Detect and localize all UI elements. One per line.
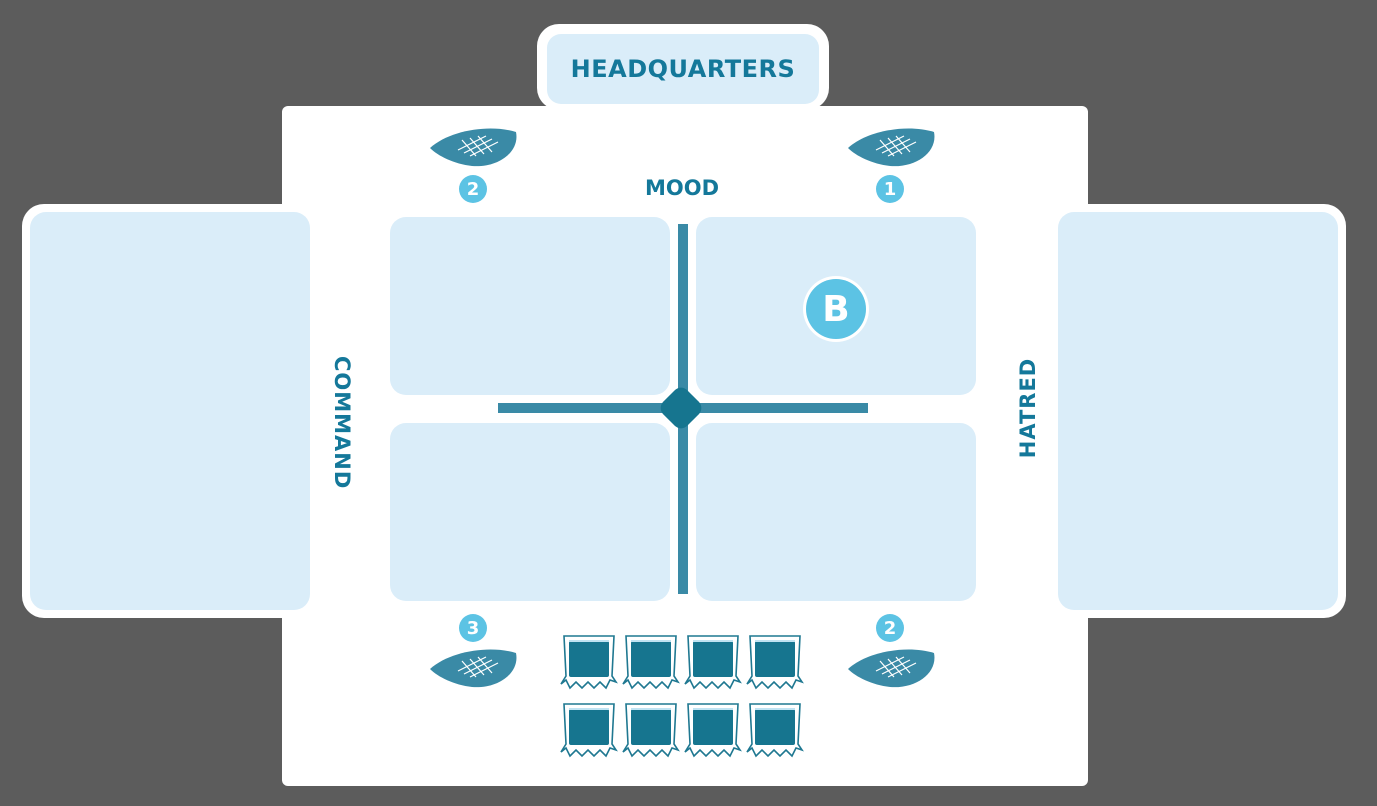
leaf-token-icon xyxy=(848,128,935,167)
command-label: COMMAND xyxy=(330,356,354,490)
unit-token-icon[interactable] xyxy=(560,700,618,760)
quadrant-bottom-left[interactable] xyxy=(390,423,670,601)
unit-token-icon[interactable] xyxy=(746,700,804,760)
unit-token-icon[interactable] xyxy=(560,632,618,692)
mood-label: MOOD xyxy=(644,176,720,200)
headquarters-label: HEADQUARTERS xyxy=(570,55,796,83)
b-marker[interactable]: B xyxy=(806,279,866,339)
unit-token-icon[interactable] xyxy=(684,700,742,760)
unit-token-icon[interactable] xyxy=(622,700,680,760)
headquarters-zone[interactable]: HEADQUARTERS xyxy=(547,34,819,104)
corner-number-top-right: 1 xyxy=(876,175,904,203)
command-zone[interactable] xyxy=(30,212,310,610)
corner-number-bottom-right: 2 xyxy=(876,614,904,642)
hatred-label: HATRED xyxy=(1016,357,1040,459)
unit-token-icon[interactable] xyxy=(622,632,680,692)
hatred-zone[interactable] xyxy=(1058,212,1338,610)
quadrant-top-left[interactable] xyxy=(390,217,670,395)
unit-token-icon[interactable] xyxy=(684,632,742,692)
unit-token-icon[interactable] xyxy=(746,632,804,692)
corner-number-top-left: 2 xyxy=(459,175,487,203)
corner-number-bottom-left: 3 xyxy=(459,614,487,642)
leaf-token-icon xyxy=(848,649,935,688)
leaf-token-icon xyxy=(430,128,517,167)
quadrant-bottom-right[interactable] xyxy=(696,423,976,601)
leaf-token-icon xyxy=(430,649,517,688)
